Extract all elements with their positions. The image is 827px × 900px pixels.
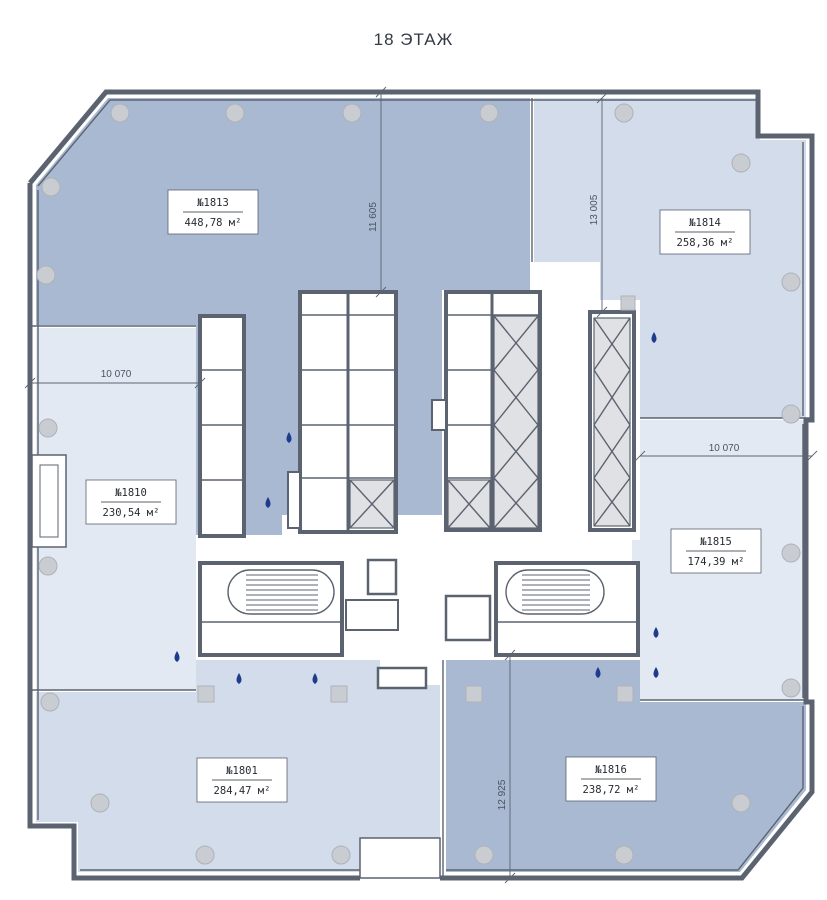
dim-1814: 13 005 [589, 194, 600, 225]
dim-1813: 11 605 [368, 202, 379, 232]
unit-label-1816[interactable]: №1816 238,72 м² [565, 756, 657, 802]
water-drop-icon [651, 332, 657, 343]
unit-number: №1813 [197, 197, 229, 209]
water-drop-icon [653, 667, 659, 678]
water-drop-icon [312, 673, 318, 684]
unit-label-1814[interactable]: №1814 258,36 м² [659, 209, 751, 255]
unit-area: 448,78 м² [185, 217, 242, 229]
unit-number: №1815 [700, 536, 732, 548]
dim-1810: 10 070 [101, 369, 132, 380]
dim-1816: 12 925 [497, 779, 508, 810]
unit-number: №1810 [115, 487, 147, 499]
outer-wall-left [27, 183, 360, 881]
unit-label-1810[interactable]: №1810 230,54 м² [85, 479, 177, 525]
outer-wall [28, 89, 815, 881]
unit-area: 230,54 м² [103, 507, 160, 519]
unit-area: 258,36 м² [677, 237, 734, 249]
columns [36, 103, 801, 865]
unit-number: №1801 [226, 765, 258, 777]
water-drop-icon [286, 432, 292, 443]
unit-label-1801[interactable]: №1801 284,47 м² [196, 757, 288, 803]
water-points [174, 332, 659, 684]
unit-label-1813[interactable]: №1813 448,78 м² [167, 189, 259, 235]
window-line [37, 99, 756, 187]
water-drop-icon [236, 673, 242, 684]
water-drop-icon [595, 667, 601, 678]
dimension-lines [24, 86, 818, 884]
unit-label-1815[interactable]: №1815 174,39 м² [670, 528, 762, 574]
unit-1813[interactable] [36, 98, 530, 535]
elevator-shaft-icon [493, 315, 539, 529]
unit-number: №1816 [595, 764, 627, 776]
stair-icon [505, 569, 605, 615]
water-drop-icon [653, 627, 659, 638]
page-title: 18 ЭТАЖ [373, 30, 454, 49]
stair-icon [227, 569, 335, 615]
window-line-diag [446, 706, 804, 871]
unit-number: №1814 [689, 217, 721, 229]
water-drop-icon [174, 651, 180, 662]
dim-1815: 10 070 [709, 443, 740, 454]
unit-area: 174,39 м² [688, 556, 745, 568]
unit-area: 238,72 м² [583, 784, 640, 796]
shaft-block-left[interactable] [198, 314, 246, 538]
water-drop-icon [265, 497, 271, 508]
unit-area: 284,47 м² [214, 785, 271, 797]
